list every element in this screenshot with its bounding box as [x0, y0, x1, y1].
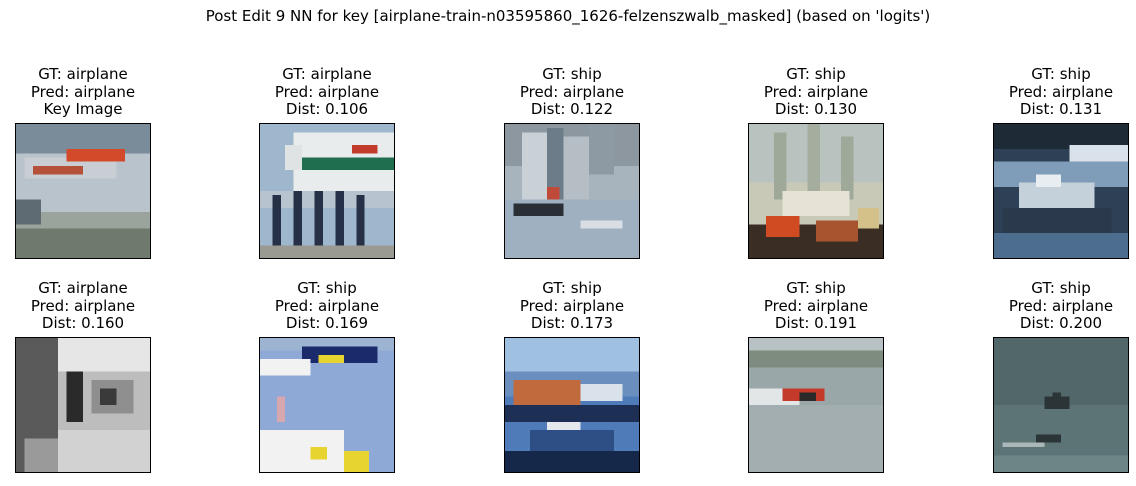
panel-caption: GT: ship Pred: airplane Dist: 0.130 — [708, 65, 924, 119]
panel-caption: GT: ship Pred: airplane Dist: 0.169 — [219, 279, 435, 333]
panel-caption: GT: ship Pred: airplane Dist: 0.200 — [953, 279, 1136, 333]
gt-label: GT: ship — [786, 65, 846, 83]
dist-label: Dist: 0.160 — [41, 314, 125, 332]
panel-caption: GT: ship Pred: airplane Dist: 0.122 — [464, 65, 680, 119]
dist-label: Dist: 0.173 — [530, 314, 614, 332]
gt-label: GT: ship — [542, 279, 602, 297]
dist-label: Dist: 0.131 — [1019, 100, 1103, 118]
panel-caption: GT: airplane Pred: airplane Dist: 0.160 — [0, 279, 191, 333]
thumbnail-image — [748, 123, 884, 259]
thumbnail-image — [259, 337, 395, 473]
panel-caption: GT: ship Pred: airplane Dist: 0.191 — [708, 279, 924, 333]
panel-caption: GT: ship Pred: airplane Dist: 0.131 — [953, 65, 1136, 119]
dist-label: Dist: 0.191 — [774, 314, 858, 332]
gt-label: GT: airplane — [282, 65, 372, 83]
thumbnail-image — [748, 337, 884, 473]
pred-label: Pred: airplane — [763, 82, 869, 101]
thumbnail-image — [993, 337, 1129, 473]
pred-label: Pred: airplane — [30, 82, 136, 101]
panel-caption: GT: airplane Pred: airplane Key Image — [0, 65, 191, 119]
figure-title: Post Edit 9 NN for key [airplane-train-n… — [205, 7, 931, 25]
pred-label: Pred: airplane — [1008, 296, 1114, 315]
thumbnail-image — [504, 123, 640, 259]
thumbnail-image — [15, 123, 151, 259]
pred-label: Pred: airplane — [519, 296, 625, 315]
key-image-label: Key Image — [43, 100, 123, 118]
gt-label: GT: airplane — [38, 279, 128, 297]
thumbnail-image — [259, 123, 395, 259]
dist-label: Dist: 0.169 — [285, 314, 369, 332]
panel-caption: GT: ship Pred: airplane Dist: 0.173 — [464, 279, 680, 333]
pred-label: Pred: airplane — [763, 296, 869, 315]
pred-label: Pred: airplane — [30, 296, 136, 315]
gt-label: GT: airplane — [38, 65, 128, 83]
thumbnail-image — [993, 123, 1129, 259]
pred-label: Pred: airplane — [1008, 82, 1114, 101]
gt-label: GT: ship — [1031, 65, 1091, 83]
dist-label: Dist: 0.200 — [1019, 314, 1103, 332]
gt-label: GT: ship — [786, 279, 846, 297]
thumbnail-image — [504, 337, 640, 473]
panel-caption: GT: airplane Pred: airplane Dist: 0.106 — [219, 65, 435, 119]
pred-label: Pred: airplane — [519, 82, 625, 101]
thumbnail-image — [15, 337, 151, 473]
gt-label: GT: ship — [297, 279, 357, 297]
pred-label: Pred: airplane — [274, 82, 380, 101]
gt-label: GT: ship — [542, 65, 602, 83]
dist-label: Dist: 0.106 — [285, 100, 369, 118]
pred-label: Pred: airplane — [274, 296, 380, 315]
gt-label: GT: ship — [1031, 279, 1091, 297]
dist-label: Dist: 0.130 — [774, 100, 858, 118]
dist-label: Dist: 0.122 — [530, 100, 614, 118]
